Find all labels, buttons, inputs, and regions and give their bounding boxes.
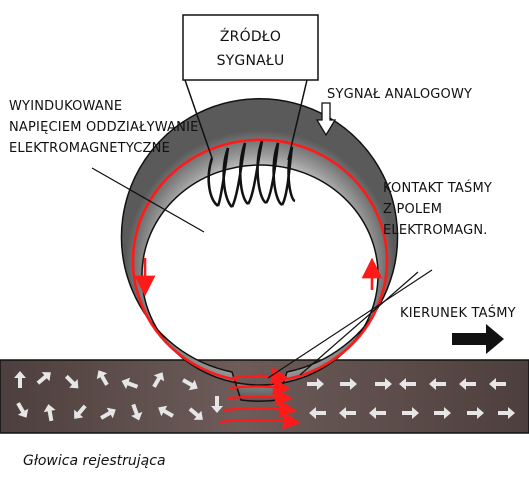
contact-label-line1: KONTAKT TAŚMY xyxy=(383,181,493,196)
leader-lines xyxy=(91,167,433,379)
signal-source-box xyxy=(182,14,319,81)
figure-caption: Głowica rejestrująca xyxy=(23,453,166,469)
induced-label-line3: ELEKTROMAGNETYCZNE xyxy=(9,141,170,156)
signal-source-line1: ŹRÓDŁO xyxy=(219,29,282,45)
contact-label-line2: Z POLEM xyxy=(383,202,443,217)
contact-label: KONTAKT TAŚMY Z POLEM ELEKTROMAGN. xyxy=(383,178,492,241)
right-arrow-icon xyxy=(452,324,504,354)
magnetic-flux-loop xyxy=(131,138,389,382)
signal-source-label: ŹRÓDŁO SYGNAŁU xyxy=(183,25,318,73)
contact-label-line3: ELEKTROMAGN. xyxy=(383,223,488,238)
induced-label-line1: WYINDUKOWANE xyxy=(9,99,123,114)
down-arrow-icon xyxy=(315,102,337,137)
induced-label: WYINDUKOWANE NAPIĘCIEM ODDZIAŁYWANIE ELE… xyxy=(9,96,199,159)
gap-flux-lines xyxy=(219,367,301,430)
tape-direction-label: KIERUNEK TAŚMY xyxy=(400,306,516,321)
induced-label-line2: NAPIĘCIEM ODDZIAŁYWANIE xyxy=(9,120,199,135)
coil-wires xyxy=(184,79,308,161)
signal-source-line2: SYGNAŁU xyxy=(216,53,285,69)
coil-winding xyxy=(207,140,296,208)
analog-signal-label: SYGNAŁ ANALOGOWY xyxy=(327,87,473,102)
